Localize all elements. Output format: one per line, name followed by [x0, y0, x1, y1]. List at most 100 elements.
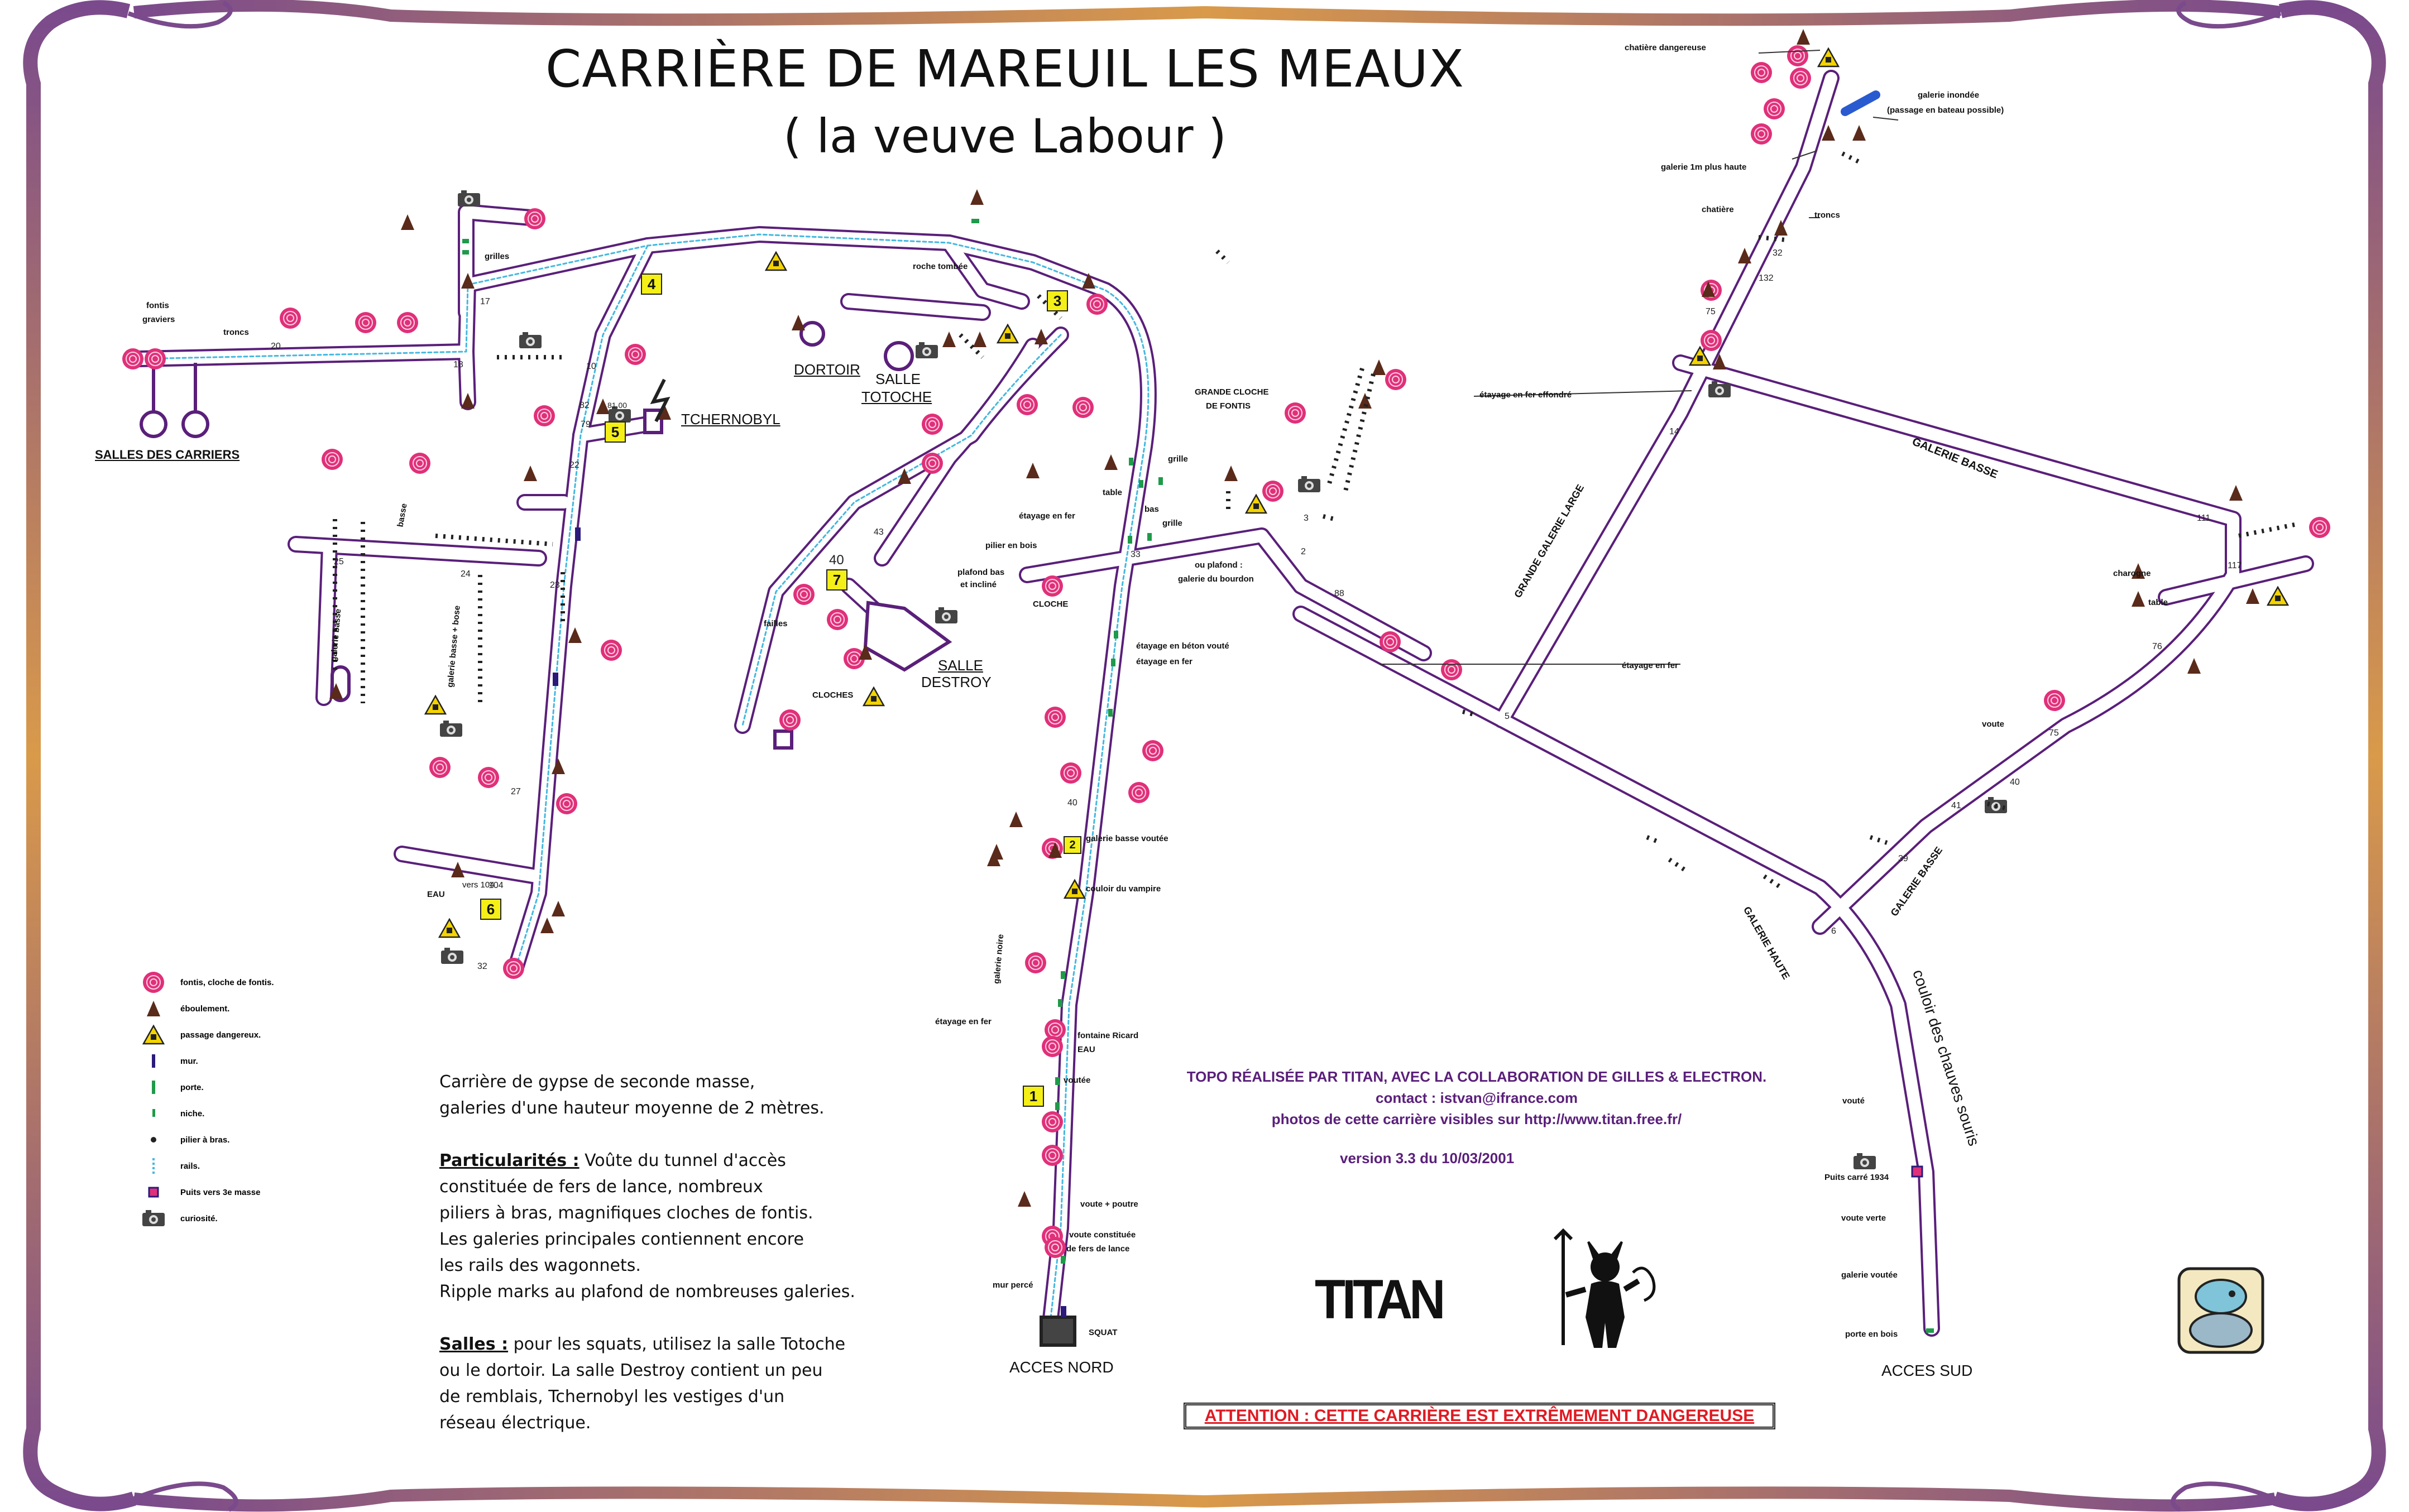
- note-table-right: table: [2148, 598, 2168, 607]
- character-icon: [2177, 1267, 2264, 1354]
- credits: TOPO RÉALISÉE PAR TITAN, AVEC LA COLLABO…: [1105, 1066, 1848, 1130]
- note-plafond-bas-2: et incliné: [960, 580, 997, 589]
- description: Carrière de gypse de seconde masse,galer…: [439, 1072, 855, 1433]
- niche-icon: [152, 1109, 155, 1117]
- note-fontaine-ricard: fontaine Ricard: [1077, 1031, 1139, 1040]
- note-etayage-beton: étayage en béton vouté: [1136, 641, 1229, 651]
- junction-5: 5: [1505, 712, 1510, 721]
- note-voute-lance-2: de fers de lance: [1066, 1244, 1130, 1254]
- well-icon: [148, 1187, 159, 1198]
- decorative-frame: [23, 0, 2386, 1512]
- junction-132: 132: [1759, 273, 1774, 283]
- note-chatiere-dangereuse: chatière dangereuse: [1625, 43, 1706, 52]
- junction-111: 111: [2197, 513, 2211, 523]
- credits-line1: TOPO RÉALISÉE PAR TITAN, AVEC LA COLLABO…: [1186, 1068, 1767, 1085]
- collapse-icon: [147, 1001, 160, 1016]
- note-plafond-bas-1: plafond bas: [957, 568, 1005, 577]
- note-grille-2: grille: [1162, 519, 1182, 528]
- note-eau-left: EAU: [427, 890, 445, 899]
- label-acces-sud: ACCES SUD: [1881, 1362, 1973, 1379]
- note-grille-1: grille: [1168, 454, 1188, 464]
- note-voutee-right: vouté: [1842, 1096, 1865, 1106]
- note-vers-104: vers 104: [462, 880, 495, 890]
- legend-row: pilier à bras.: [142, 1129, 229, 1151]
- map-title: CARRIÈRE DE MAREUIL LES MEAUX: [545, 39, 1464, 99]
- note-pilier-bois: pilier en bois: [985, 541, 1037, 550]
- note-galerie-inondee-1: galerie inondée: [1918, 90, 1980, 100]
- leader-lines: [1379, 50, 1899, 665]
- note-grande-cloche-2: DE FONTIS: [1206, 401, 1251, 411]
- danger-warning: ATTENTION : CETTE CARRIÈRE EST EXTRÊMEME…: [1184, 1403, 1775, 1429]
- junction-43: 43: [874, 527, 884, 537]
- junction-117: 117: [2228, 561, 2242, 570]
- junction-14: 14: [1669, 427, 1679, 436]
- junction-23: 23: [550, 580, 560, 590]
- junction-10: 10: [586, 362, 596, 371]
- map-subtitle: ( la veuve Labour ): [783, 109, 1227, 164]
- note-voute-poutre: voute + poutre: [1080, 1199, 1138, 1209]
- note-etayage-fer-2: étayage en fer: [1136, 657, 1192, 666]
- junction-40-center: 40: [1067, 798, 1077, 808]
- electricity-icon: [650, 378, 671, 423]
- junction-104: 104: [488, 881, 504, 890]
- junction-39: 39: [1898, 854, 1908, 863]
- junction-81: 81.00: [607, 401, 628, 410]
- legend-row: curiosité.: [142, 1207, 218, 1230]
- note-troncs-right: troncs: [1814, 210, 1840, 220]
- note-galerie-basse-voutee: galerie basse voutée: [1086, 834, 1168, 843]
- note-eau-center: EAU: [1077, 1045, 1095, 1054]
- note-cloches: CLOCHES: [812, 690, 854, 700]
- note-bas: bas: [1144, 505, 1159, 514]
- junction-75-right: 75: [2049, 728, 2059, 738]
- note-fontis: fontis: [146, 301, 169, 310]
- note-voute-lance-1: voute constituée: [1069, 1230, 1136, 1240]
- legend-row: éboulement.: [142, 997, 229, 1020]
- note-etayage-fer-1: étayage en fer: [1019, 511, 1075, 521]
- version: version 3.3 du 10/03/2001: [1340, 1150, 1515, 1167]
- label-totoche-1: SALLE: [875, 371, 921, 387]
- credits-contact[interactable]: contact : istvan@ifrance.com: [1375, 1089, 1578, 1106]
- note-porte-bois: porte en bois: [1845, 1329, 1898, 1339]
- rail-icon: [152, 1158, 155, 1174]
- junction-88: 88: [1334, 589, 1344, 598]
- legend-row: rails.: [142, 1155, 200, 1177]
- note-charogne: charogne: [2113, 569, 2151, 578]
- pillar-icon: [151, 1137, 156, 1143]
- legend-row: mur.: [142, 1050, 198, 1072]
- junction-76: 76: [2152, 642, 2162, 651]
- junction-32-right: 32: [1773, 248, 1783, 258]
- marker-4: 4: [641, 273, 662, 295]
- note-chatiere: chatière: [1702, 205, 1734, 214]
- note-grande-cloche-1: GRANDE CLOCHE: [1195, 387, 1269, 397]
- legend-row: fontis, cloche de fontis.: [142, 971, 274, 993]
- legend-row: passage dangereux.: [142, 1024, 261, 1046]
- label-acces-nord: ACCES NORD: [1009, 1359, 1114, 1376]
- door-icon: [152, 1081, 155, 1094]
- label-totoche-2: TOTOCHE: [861, 388, 932, 405]
- marker-7-prefix: 40: [829, 553, 844, 568]
- credits-photos[interactable]: photos de cette carrière visibles sur ht…: [1271, 1111, 1682, 1127]
- marker-5: 5: [605, 421, 626, 443]
- legend-row: Puits vers 3e masse: [142, 1181, 260, 1203]
- devil-icon: [1553, 1228, 1656, 1348]
- danger-markers: [424, 47, 2289, 938]
- junction-17: 17: [480, 297, 490, 306]
- wall-markers: [553, 527, 1066, 1317]
- marker-1: 1: [1023, 1086, 1044, 1107]
- label-destroy-1: SALLE: [938, 657, 983, 674]
- note-plafond-2: galerie du bourdon: [1178, 574, 1254, 584]
- fontis-icon: [142, 971, 165, 993]
- titan-logo: TITAN: [1315, 1269, 1445, 1331]
- note-galerie-1m: galerie 1m plus haute: [1661, 162, 1747, 172]
- junction-2: 2: [1301, 547, 1306, 556]
- niche-markers: [462, 219, 1934, 1333]
- junction-27: 27: [511, 787, 521, 796]
- junction-43b: 33: [1131, 550, 1141, 559]
- danger-icon: [142, 1025, 165, 1045]
- note-troncs-left: troncs: [223, 328, 249, 337]
- junction-18: 18: [453, 360, 463, 369]
- note-voute-right: voute: [1982, 719, 2005, 729]
- label-dortoir: DORTOIR: [794, 361, 860, 378]
- note-grilles: grilles: [485, 252, 510, 261]
